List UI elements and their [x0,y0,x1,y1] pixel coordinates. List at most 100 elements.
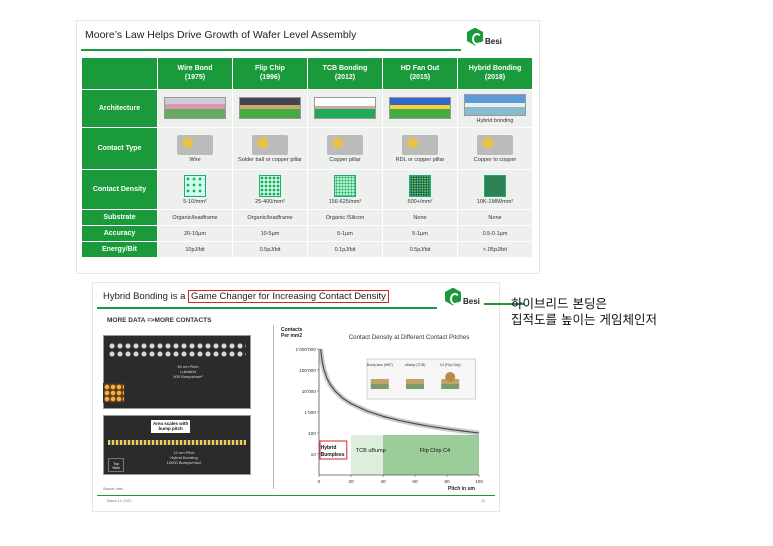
region-label: TCB uBump [356,448,386,454]
source-note: Source: Intel [103,487,123,491]
inset-die [406,379,424,384]
region-label: Bumpless [321,452,345,458]
energy-cell: 0.5pJ/bit [232,241,308,258]
title-highlight: Game Changer for Increasing Contact Dens… [188,290,389,303]
bump-photo-50um: 50 um Pitch Luksfield 400 Bumps/mm² [103,335,251,409]
contact-type-cell: Copper pillar [307,127,383,170]
col-header: Flip Chip(1996) [232,57,308,90]
chart-region [351,435,383,475]
footer-date: March 14, 2022 [107,499,132,503]
y-tick-label: 10'000 [302,389,317,395]
y-tick-label: 10 [311,452,317,458]
row-label-accuracy: Accuracy [81,225,158,242]
architecture-image [382,89,458,128]
contact-density-cell: 10K-1MM/mm² [457,169,533,210]
inset-die [370,379,389,384]
corner-cell [81,57,158,90]
annotation-line-1: 하이브리드 본딩은 [511,296,607,311]
energy-cell: 0.5pJ/bit [382,241,458,258]
contact-density-chart: Contact Density at Different Contact Pit… [281,327,483,491]
footer-page-number: 15 [481,499,485,503]
y-axis-label: Per mm2 [281,333,302,339]
besi-logo: Besi [467,27,502,46]
substrate-cell: Organic/leadframe [157,209,233,226]
chart-region [319,435,351,475]
inset-substrate [441,384,460,389]
accuracy-cell: 5-1µm [307,225,383,242]
contact-type-cell: Solder ball or copper pillar [232,127,308,170]
substrate-cell: None [457,209,533,226]
energy-cell: 0.1pJ/bit [307,241,383,258]
x-tick-label: 100 [475,479,483,485]
contact-density-cell: 25-400/mm² [232,169,308,210]
more-contacts-label: MORE DATA =>MORE CONTACTS [107,317,212,324]
chip-thumbnail [103,383,125,403]
col-header: TCB Bonding(2012) [307,57,383,90]
slide-hybrid-bonding: Hybrid Bonding is a Game Changer for Inc… [92,282,524,512]
contact-type-cell: Wire [157,127,233,170]
col-header: Hybrid Bonding(2018) [457,57,533,90]
substrate-cell: Organic/leadframe [232,209,308,226]
row-label-contact-density: Contact Density [81,169,158,210]
architecture-image [157,89,233,128]
row-label-contact-type: Contact Type [81,127,158,170]
density-curve [320,348,480,434]
chart-region [383,435,479,475]
energy-cell: <.05pJ/bit [457,241,533,258]
accuracy-cell: 10-5µm [232,225,308,242]
x-tick-label: 40 [380,479,386,485]
slide-wafer-level-assembly: Moore’s Law Helps Drive Growth of Wafer … [76,20,540,274]
divider [273,325,274,489]
annotation-dash [486,303,504,305]
architecture-image [307,89,383,128]
substrate-cell: None [382,209,458,226]
annotation-line-2: 집적도를 높이는 게임체인저 [511,312,657,327]
x-tick-label: 20 [348,479,354,485]
accuracy-cell: 20-10µm [157,225,233,242]
logo-text: Besi [485,37,502,46]
x-tick-label: 80 [444,479,450,485]
area-scales-callout: Area scales with bump pitch [151,420,191,433]
besi-logo-icon [445,287,461,306]
photo-caption: 50 um Pitch Luksfield 400 Bumps/mm² [173,364,203,380]
hybrid-region-highlight [319,440,348,460]
contact-type-cell: Copper to copper [457,127,533,170]
y-tick-label: 100'000 [299,368,316,374]
row-label-substrate: Substrate [81,209,158,226]
y-tick-label: 1'000'000 [295,347,316,353]
title-rule [81,49,461,51]
top-view-inset: Top View [108,458,124,472]
contact-density-cell: 5-10/mm² [157,169,233,210]
logo-text: Besi [463,297,480,306]
energy-cell: 10pJ/bit [157,241,233,258]
substrate-cell: Organic /Silicon [307,209,383,226]
chart-title: Contact Density at Different Contact Pit… [349,334,470,341]
col-header: Wire Bond(1975) [157,57,233,90]
col-header: HD Fan Out(2015) [382,57,458,90]
slide-title: Moore’s Law Helps Drive Growth of Wafer … [85,29,357,41]
contact-type-cell: RDL or copper pillar [382,127,458,170]
region-label: Flip Chip C4 [420,448,450,454]
contact-density-cell: 156-625/mm² [307,169,383,210]
architecture-image [232,89,308,128]
inset-label: Bump-less (HBT) [367,363,393,367]
accuracy-cell: 5-1µm [382,225,458,242]
photo-caption: 10 um Pitch Hybrid Bonding 10000 Bumps/m… [166,450,202,466]
title-rule [97,307,437,309]
contact-density-cell: 500+/mm² [382,169,458,210]
y-tick-label: 100 [308,431,316,437]
technology-table: Wire Bond(1975) Flip Chip(1996) TCB Bond… [81,57,533,258]
inset-substrate [406,384,424,389]
besi-logo-icon [467,27,483,46]
inset-label: C4 (Flip Chip) [440,363,461,367]
inset-substrate [370,384,389,389]
y-tick-label: 1'000 [304,410,316,416]
x-axis-label: Pitch in um [448,486,476,491]
architecture-image: Hybrid bonding [457,89,533,128]
row-label-energy: Energy/Bit [81,241,158,258]
inset-c4-bump [445,372,456,382]
row-label-architecture: Architecture [81,89,158,128]
footer-rule [97,495,495,496]
korean-annotation: 하이브리드 본딩은 집적도를 높이는 게임체인저 [511,296,657,328]
